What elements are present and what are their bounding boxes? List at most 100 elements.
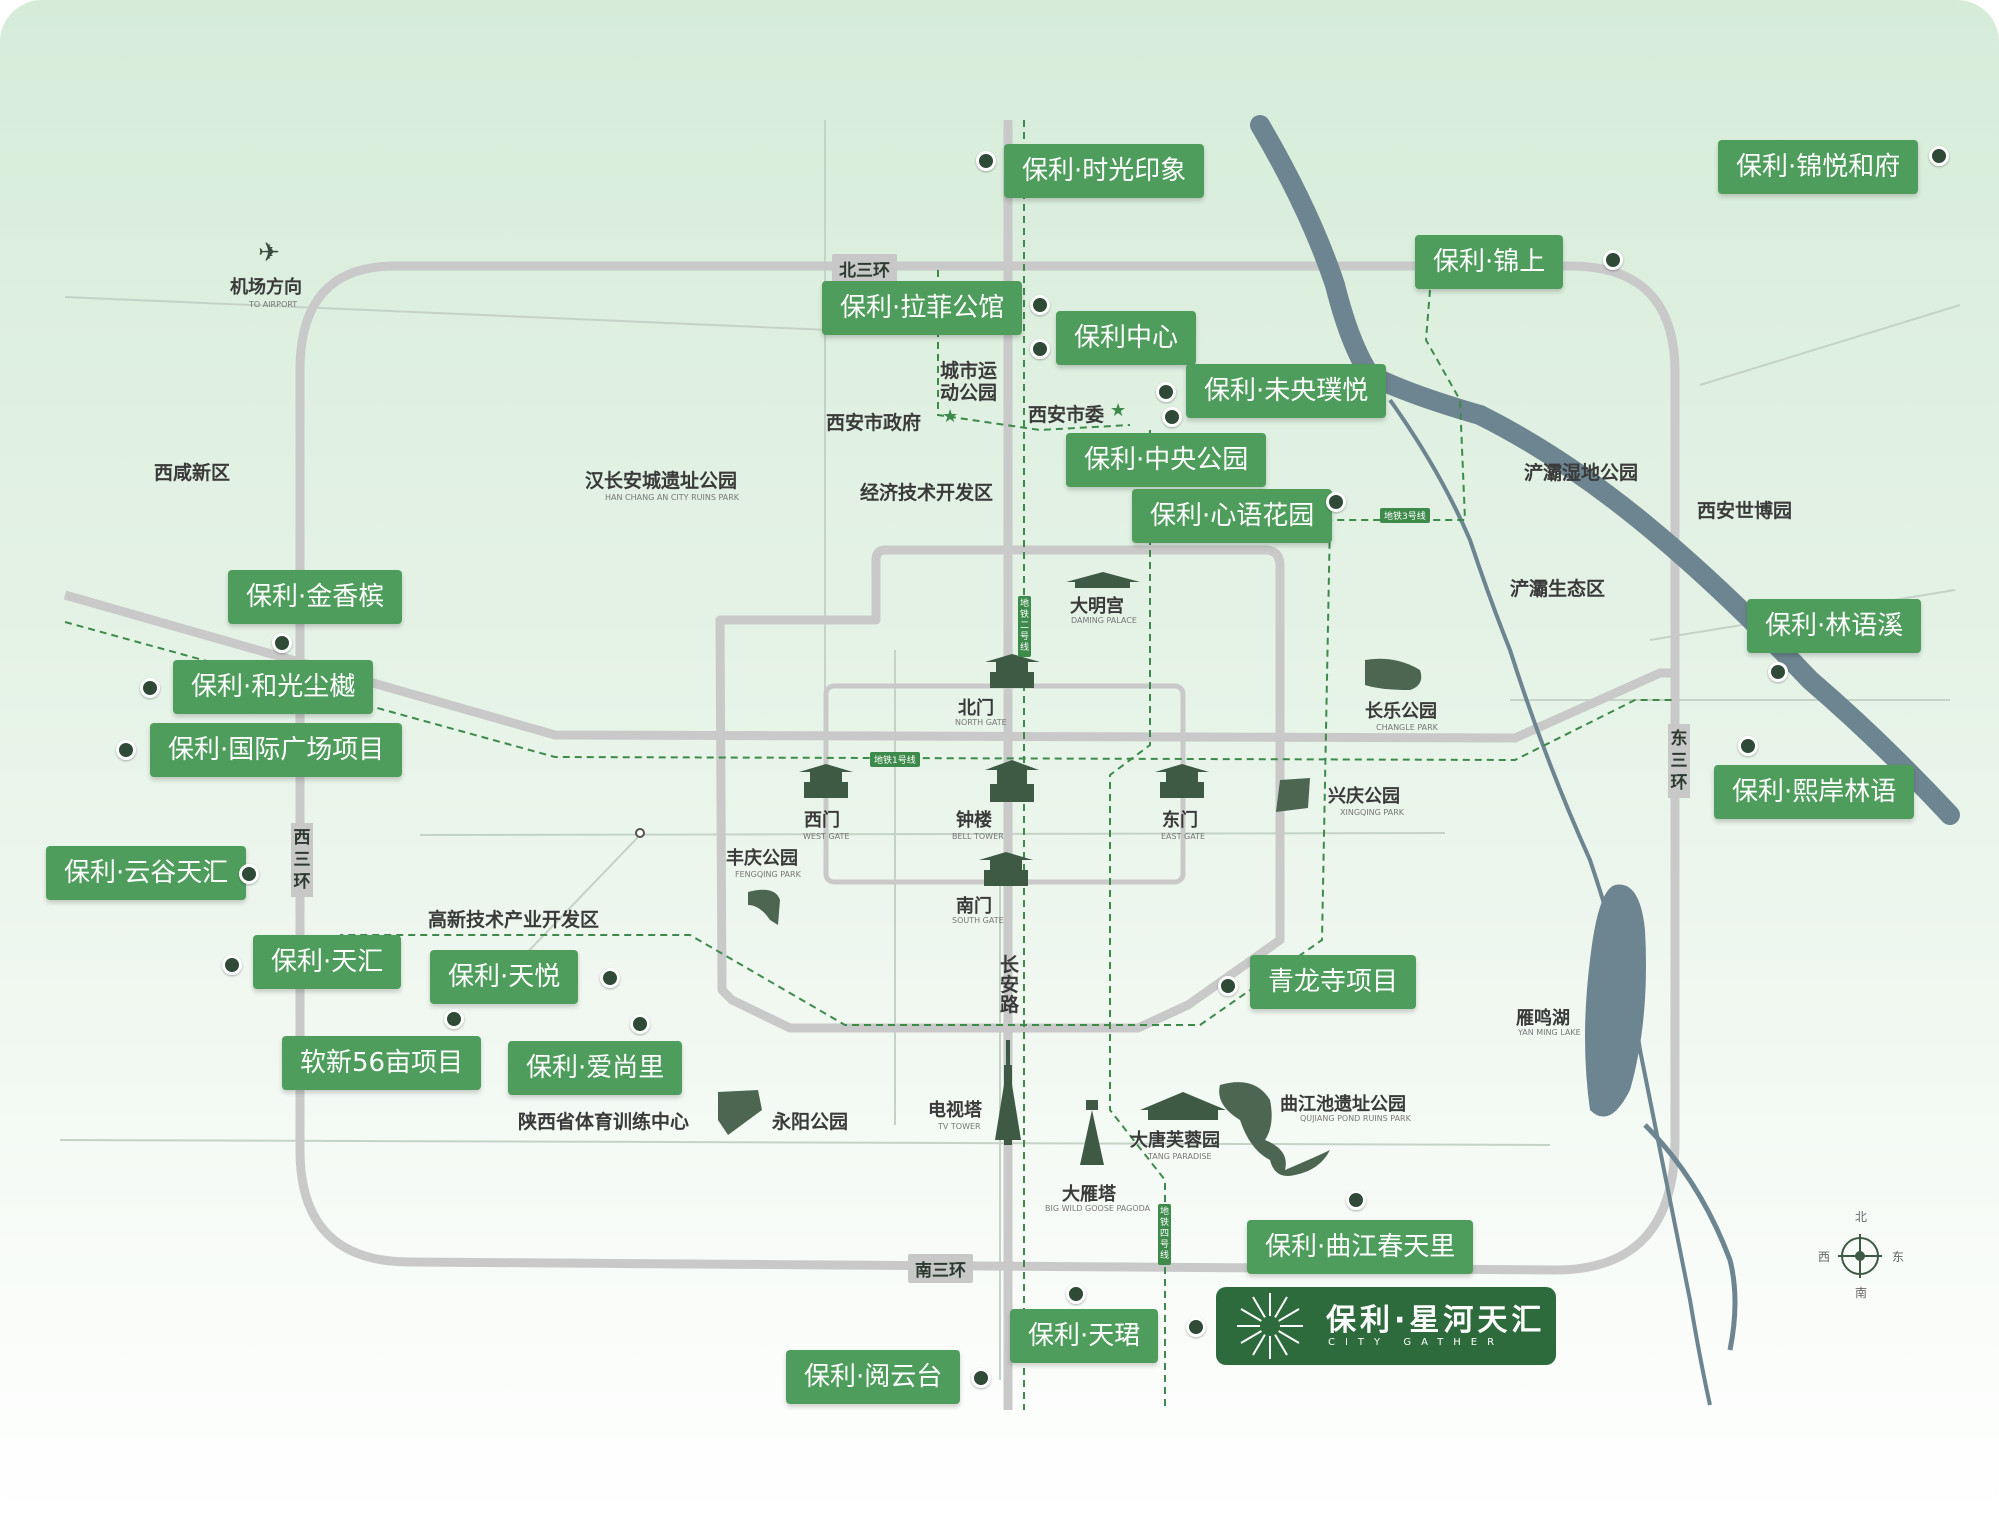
north-ring-label: 北三环 [832,254,897,283]
yongyang-park-shape [718,1090,762,1135]
yanming-lake [1585,884,1646,1117]
ximen-label: 西门 [804,810,840,831]
project-tag-qinglongsi[interactable]: 青龙寺项目 [1250,955,1417,1009]
brand-name: 保利·星河天汇 [1326,1303,1546,1338]
project-tag-jinshang[interactable]: 保利·锦上 [1415,235,1564,289]
project-pin-qinglongsi[interactable] [1218,976,1238,996]
datang-en-label: TANG PARADISE [1148,1152,1212,1161]
gov-label: 西安市政府 [826,412,922,434]
project-tag-jinyue[interactable]: 保利·锦悦和府 [1718,140,1919,194]
fengqing-en-label: FENGQING PARK [735,870,801,879]
project-pin-zhongyang[interactable] [1162,407,1182,427]
changle-en-label: CHANGLE PARK [1376,723,1438,732]
datang-hall-icon [1140,1092,1226,1120]
project-pin-guoji[interactable] [116,740,136,760]
west-ring-label: 西三环 [291,823,313,897]
project-tag-jinxiangbin[interactable]: 保利·金香槟 [228,570,403,624]
project-pin-heguang[interactable] [140,678,160,698]
project-tag-yueyun[interactable]: 保利·阅云台 [786,1350,961,1404]
project-tag-xian[interactable]: 保利·熙岸林语 [1714,765,1915,819]
project-tag-xinyu[interactable]: 保利·心语花园 [1132,489,1333,543]
project-pin-tianhui[interactable] [222,955,242,975]
compass-west-label: 西 [1818,1250,1831,1264]
metro-lines [64,120,1675,1410]
project-tag-tianhui[interactable]: 保利·天汇 [253,935,402,989]
ba-river [1388,398,1712,1406]
expo-label: 西安世博园 [1697,500,1793,522]
dianshita-en-label: TV TOWER [938,1122,981,1131]
project-pin-weiyang[interactable] [1156,382,1176,402]
project-tag-linyuxi[interactable]: 保利·林语溪 [1747,599,1922,653]
yanming-label: 雁鸣湖 [1516,1008,1570,1029]
dongmen-gate-icon [1155,764,1209,798]
third-ring-road [295,261,1680,1275]
project-tag-tianjun[interactable]: 保利·天珺 [1010,1309,1159,1363]
nanmen-gate-icon [979,852,1033,886]
project-pin-qujiangchun[interactable] [1346,1190,1366,1210]
project-pin-shiguang[interactable] [976,151,996,171]
east-ring-label: 东三环 [1668,724,1690,798]
project-pin-zhongxin[interactable] [1030,339,1050,359]
compass-north-label: 北 [1855,1210,1868,1224]
project-tag-yungu[interactable]: 保利·云谷天汇 [46,846,247,900]
project-pin-tianjun[interactable] [1066,1284,1086,1304]
project-pin-linyuxi[interactable] [1768,662,1788,682]
xingqing-en-label: XINGQING PARK [1340,808,1404,817]
brand-pin[interactable] [1186,1317,1206,1337]
sports-center-label: 陕西省体育训练中心 [518,1111,690,1133]
fengqing-park-shape [748,889,780,925]
airport-label: 机场方向 [230,277,302,298]
project-tag-guoji[interactable]: 保利·国际广场项目 [150,723,403,777]
project-tag-tianyue[interactable]: 保利·天悦 [430,950,579,1004]
project-pin-yungu[interactable] [239,864,259,884]
project-pin-jinshang[interactable] [1603,250,1623,270]
project-tag-lafei[interactable]: 保利·拉菲公馆 [822,281,1023,335]
brand-card[interactable]: 保利·星河天汇 CITY GATHER [1216,1287,1556,1365]
project-pin-aishangli[interactable] [630,1014,650,1034]
airplane-icon: ✈ [258,238,280,268]
project-pin-jinxiangbin[interactable] [272,633,292,653]
metro-line-3-path [340,289,1467,1026]
compass-icon [1838,1234,1882,1278]
project-pin-yueyun[interactable] [971,1368,991,1388]
fengqing-label: 丰庆公园 [726,848,798,869]
project-tag-weiyang[interactable]: 保利·未央璞悦 [1186,364,1387,418]
beimen-gate-icon [985,654,1040,688]
project-tag-shiguang[interactable]: 保利·时光印象 [1004,144,1205,198]
zhonglou-label: 钟楼 [956,810,992,831]
metro-line-2-tag: 地铁二号线 [1018,596,1031,657]
qujiang-lake [1219,1082,1330,1176]
xixian-label: 西咸新区 [154,462,231,484]
jingji-label: 经济技术开发区 [860,482,994,504]
dongmen-en-label: EAST GATE [1161,832,1206,841]
project-tag-zhongxin[interactable]: 保利中心 [1056,311,1197,365]
xingqing-park-shape [1276,778,1310,812]
project-pin-tianyue[interactable] [600,968,620,988]
dayanta-label: 大雁塔 [1062,1184,1116,1205]
yanming-en-label: YAN MING LAKE [1518,1028,1581,1037]
nanmen-label: 南门 [956,896,992,917]
tv-tower-icon [995,1040,1021,1145]
project-pin-ruanxin[interactable] [444,1009,464,1029]
city-park-label: 城市运动公园 [940,360,998,404]
beimen-en-label: NORTH GATE [955,718,1007,727]
metro-line-4-tag: 地铁四号线 [1158,1204,1171,1265]
project-tag-heguang[interactable]: 保利·和光尘樾 [173,660,374,714]
gaoxin-label: 高新技术产业开发区 [428,909,600,931]
project-pin-xian[interactable] [1738,736,1758,756]
ba-river-east [1643,1123,1738,1351]
xingqing-label: 兴庆公园 [1328,786,1400,807]
metro-line-5-path [937,270,1131,432]
project-tag-zhongyang[interactable]: 保利·中央公园 [1066,433,1267,487]
project-tag-ruanxin[interactable]: 软新56亩项目 [282,1036,482,1090]
metro-line-3-tag: 地铁3号线 [1380,508,1430,523]
qujiang-en-label: QUJIANG POND RUINS PARK [1300,1114,1411,1123]
project-pin-xinyu[interactable] [1326,492,1346,512]
starburst-logo-icon [1237,1293,1303,1359]
project-pin-jinyue[interactable] [1929,146,1949,166]
project-tag-qujiangchun[interactable]: 保利·曲江春天里 [1247,1220,1474,1274]
changle-park-shape [1365,658,1422,690]
project-pin-lafei[interactable] [1030,295,1050,315]
project-tag-aishangli[interactable]: 保利·爱尚里 [508,1041,683,1095]
